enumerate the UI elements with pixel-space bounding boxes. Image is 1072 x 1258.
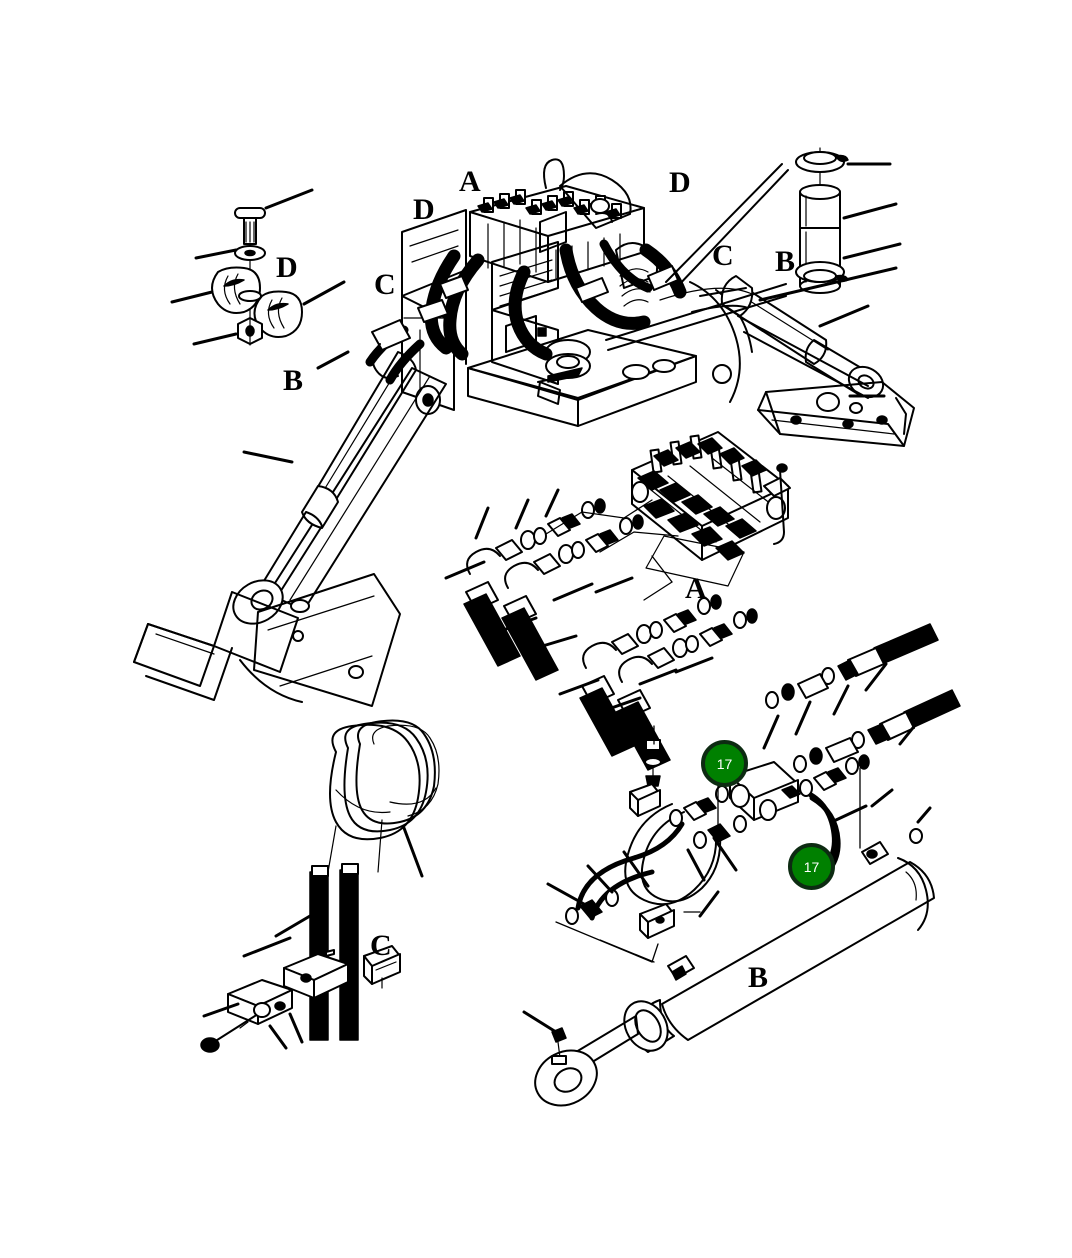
section-label-b-pin-assembly: B	[775, 245, 796, 278]
fitting-cluster-mid	[693, 815, 747, 849]
fitting-cluster-lower-bracket	[639, 903, 675, 939]
left-stabilizer-leg-assembly	[133, 319, 447, 707]
section-label-d-bushing-stack: D	[276, 251, 298, 284]
exploded-clamp-stack-d	[170, 188, 346, 346]
adapter-cluster-3	[649, 594, 722, 639]
hose-end-upper	[765, 623, 939, 709]
section-label-a-valve-block: A	[685, 572, 707, 605]
section-label-a-valve-top: A	[459, 165, 481, 198]
control-valve-block-detail	[631, 431, 791, 587]
coiled-hose-clamp-assembly-c	[200, 719, 440, 1053]
hose-end-lower	[793, 689, 961, 773]
section-label-d-right-upper: D	[669, 166, 691, 199]
main-hydraulic-cylinder	[534, 828, 935, 1107]
adapter-cluster-2	[571, 514, 644, 559]
fitting-cluster-right	[799, 754, 870, 797]
fitting-cluster-left	[669, 785, 729, 827]
section-label-d-left-upper: D	[413, 193, 435, 226]
section-label-b-left-stabilizer: B	[283, 364, 304, 397]
adapter-cluster-1	[533, 498, 606, 545]
callout-badge-17-lower[interactable]: 17	[788, 843, 835, 890]
section-label-c-coiled-hose: C	[370, 929, 392, 962]
lower-right-hose-and-cylinder	[522, 623, 961, 1107]
section-label-c-right-hose: C	[712, 239, 734, 272]
hydraulic-hose-fitting-group	[444, 488, 758, 771]
pivot-pin-snap-ring-assembly	[758, 147, 902, 302]
right-stabilizer-leg-assembly	[605, 163, 915, 447]
adapter-cluster-4	[685, 608, 758, 653]
section-label-b-cylinder: B	[748, 961, 769, 994]
section-label-c-left-hose: C	[374, 268, 396, 301]
callout-badge-17-upper[interactable]: 17	[701, 740, 748, 787]
